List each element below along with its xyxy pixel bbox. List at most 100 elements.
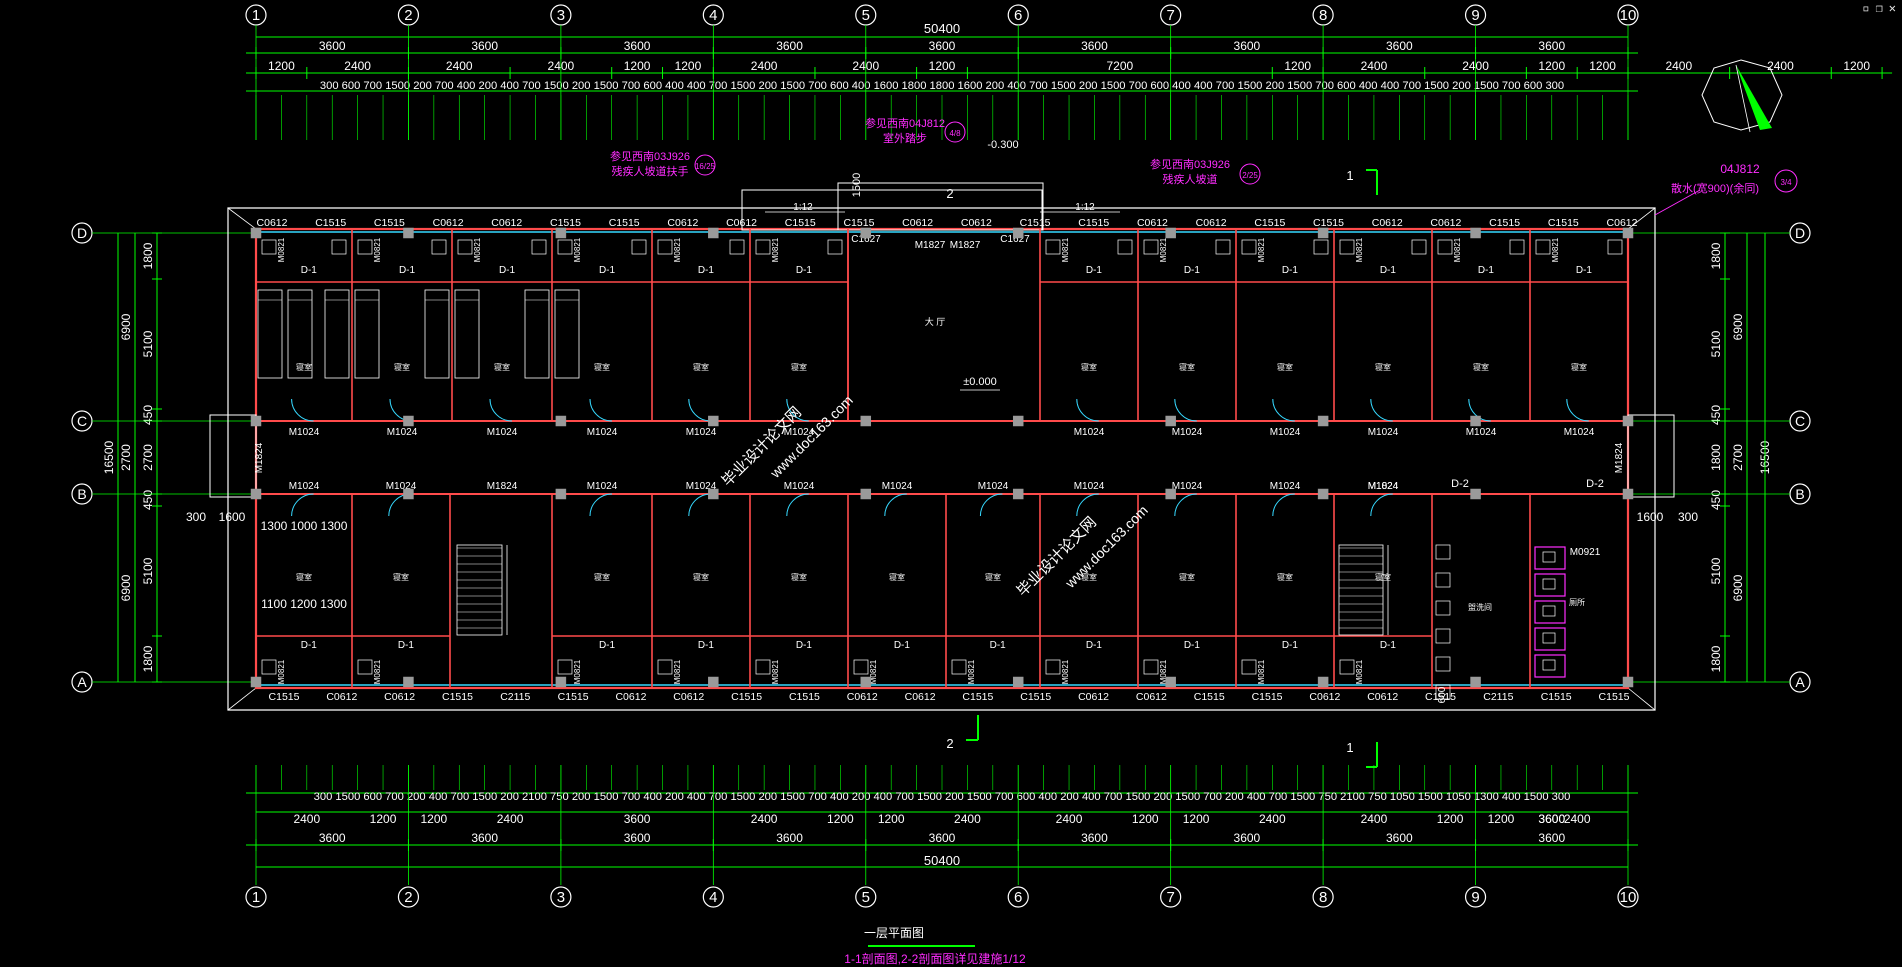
door-label-south: M1024 bbox=[978, 481, 1009, 492]
toilet-fixture bbox=[261, 239, 277, 255]
door-swing bbox=[786, 398, 809, 422]
window-label-bottom: C0612 bbox=[1309, 691, 1340, 703]
dim-side-left-value: 2700 bbox=[141, 444, 155, 471]
dim-bottom-row3-value: 3600 bbox=[471, 831, 498, 845]
toilet-door-north: M0821 bbox=[1257, 237, 1266, 262]
unit-label-south: D-1 bbox=[894, 640, 911, 651]
wash-label: 盥洗间 bbox=[1468, 602, 1492, 612]
dim-300-left: 300 bbox=[186, 510, 206, 524]
door-label-north: M1024 bbox=[686, 427, 717, 438]
main-door-left: M1827 bbox=[915, 240, 946, 251]
dim-side-left-total: 6900 bbox=[119, 313, 133, 340]
axis-label-bottom-4: 4 bbox=[709, 889, 717, 906]
dim-side-right-total: 2700 bbox=[1731, 444, 1745, 471]
room-label-north: 寝室 bbox=[1179, 362, 1195, 372]
axis-label-bottom-2: 2 bbox=[404, 889, 412, 906]
column bbox=[1317, 227, 1329, 239]
room-dim-1300: 1300 1000 1300 bbox=[261, 519, 348, 533]
toilet-fixture bbox=[657, 239, 673, 255]
toilet-fixture bbox=[853, 659, 869, 675]
dim-top-row1-value: 3600 bbox=[1538, 39, 1565, 53]
unit-label-south: D-1 bbox=[1184, 640, 1201, 651]
window-label-top: C0612 bbox=[1372, 217, 1403, 229]
column bbox=[1317, 488, 1329, 500]
column bbox=[1622, 488, 1634, 500]
dim-top-row2-value: 1200 bbox=[929, 59, 956, 73]
dim-top-row2-value: 2400 bbox=[446, 59, 473, 73]
dim-top-row1-value: 3600 bbox=[929, 39, 956, 53]
unit-label-south: D-1 bbox=[1380, 640, 1397, 651]
window-label-top: C1515 bbox=[1313, 217, 1344, 229]
column bbox=[1012, 488, 1024, 500]
axis-label-left-D: D bbox=[77, 225, 87, 241]
unit-label-south: D-1 bbox=[796, 640, 813, 651]
toilet-fixture bbox=[1045, 239, 1061, 255]
apron-corner bbox=[227, 687, 257, 711]
column bbox=[403, 227, 414, 239]
basin-0 bbox=[1435, 544, 1451, 560]
window-label-top: C1515 bbox=[1548, 217, 1579, 229]
dim-bottom-row2-value: 3600 bbox=[1538, 812, 1565, 826]
dim-bottom-row2-value: 2400 bbox=[954, 812, 981, 826]
unit-label-south: D-1 bbox=[1282, 640, 1299, 651]
toilet-fixture bbox=[657, 659, 673, 675]
unit-label-north: D-1 bbox=[698, 265, 715, 276]
dim-bottom-row2-value: 1200 bbox=[421, 812, 448, 826]
column bbox=[403, 488, 414, 500]
column bbox=[1317, 676, 1329, 688]
door-label-south: M1024 bbox=[784, 481, 815, 492]
axis-bubble-bottom-10 bbox=[1617, 886, 1639, 908]
door-label-north: M1024 bbox=[1172, 427, 1203, 438]
dim-top-row1-value: 3600 bbox=[776, 39, 803, 53]
dim-side-left-value: 450 bbox=[141, 405, 155, 425]
window-label-bottom: C1515 bbox=[731, 691, 762, 703]
axis-label-right-D: D bbox=[1795, 225, 1805, 241]
callout-text-2: 参见西南03J926 bbox=[1150, 157, 1230, 171]
close-icon[interactable]: ✕ bbox=[1888, 1, 1896, 15]
door-swing bbox=[589, 493, 613, 517]
column bbox=[708, 227, 719, 239]
column bbox=[1470, 227, 1481, 239]
toilet-door-north: M0821 bbox=[573, 237, 582, 262]
bed-2-0 bbox=[424, 289, 450, 379]
wc-stall-1 bbox=[1534, 573, 1566, 597]
dim-bottom-row2-value: 1200 bbox=[878, 812, 905, 826]
door-label-north: M1024 bbox=[587, 427, 618, 438]
unit-label-south: D-1 bbox=[1086, 640, 1103, 651]
dim-side-left-value: 1800 bbox=[141, 645, 155, 672]
toilet-fixture bbox=[357, 659, 373, 675]
door-label-south: M1024 bbox=[882, 481, 913, 492]
dim-top-row2-value: 1200 bbox=[1538, 59, 1565, 73]
door-label-north: M1024 bbox=[289, 427, 320, 438]
basin-4 bbox=[1435, 656, 1451, 672]
hall-label: 大 厅 bbox=[925, 316, 946, 327]
room-label-north: 寝室 bbox=[594, 362, 610, 372]
axis-label-top-4: 4 bbox=[709, 7, 717, 24]
toilet-fixture bbox=[1215, 239, 1231, 255]
dim-top-row1-value: 3600 bbox=[624, 39, 651, 53]
unit-d2-left: D-2 bbox=[1451, 478, 1469, 490]
door-swing bbox=[884, 493, 907, 517]
room-label-north: 寝室 bbox=[1571, 362, 1587, 372]
room-label-south: 寝室 bbox=[296, 572, 312, 582]
window-label-top: C0612 bbox=[961, 217, 992, 229]
door-swing bbox=[786, 493, 809, 517]
restore-icon[interactable]: ❐ bbox=[1875, 1, 1883, 15]
unit-label-north: D-1 bbox=[1380, 265, 1397, 276]
column bbox=[708, 415, 719, 427]
window-label-bottom: C1515 bbox=[1194, 691, 1225, 703]
column bbox=[1012, 676, 1024, 688]
minimize-icon[interactable]: ▫ bbox=[1862, 1, 1870, 15]
dim-side-right-value: 450 bbox=[1709, 490, 1723, 510]
window-label-top: C0612 bbox=[433, 217, 464, 229]
axis-label-left-A: A bbox=[77, 674, 87, 690]
basin-5 bbox=[1435, 684, 1451, 700]
dim-side-right-total: 6900 bbox=[1731, 574, 1745, 601]
callout-ref-3: 3/4 bbox=[1780, 178, 1792, 187]
callout-bubble-1 bbox=[694, 154, 716, 176]
door-label-south: M1024 bbox=[289, 481, 320, 492]
dim-bottom-row3-value: 3600 bbox=[1538, 831, 1565, 845]
axis-bubble-bottom-9 bbox=[1464, 886, 1487, 908]
axis-label-right-A: A bbox=[1795, 674, 1805, 690]
